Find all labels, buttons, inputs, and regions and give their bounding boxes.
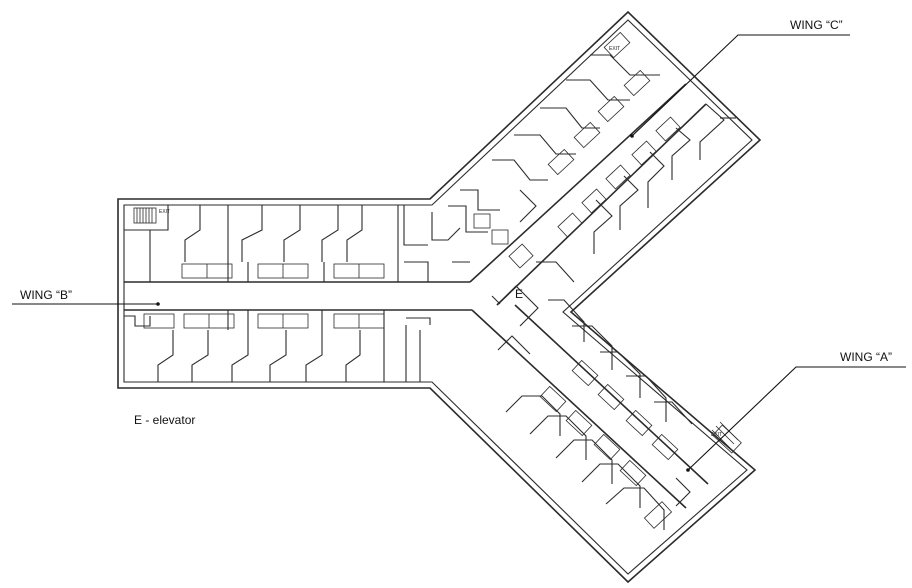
building-outline bbox=[117, 10, 762, 584]
exit-sign-c: EXIT bbox=[609, 46, 620, 52]
exit-sign-a: EXIT bbox=[711, 432, 722, 438]
exit-sign-b: EXIT bbox=[159, 209, 170, 215]
central-junction bbox=[491, 243, 575, 327]
wing-c-leader bbox=[630, 34, 850, 138]
wing-c-rooms-southeast bbox=[557, 103, 736, 254]
wing-b-rooms-north bbox=[124, 205, 470, 282]
wing-a-corridor bbox=[471, 304, 709, 509]
wing-a-rooms-southwest bbox=[497, 335, 691, 530]
elevator-mark: E bbox=[515, 287, 523, 301]
wing-c-label: WING “C” bbox=[790, 18, 843, 32]
legend-text: E - elevator bbox=[134, 413, 195, 427]
wing-c-corridor bbox=[469, 83, 707, 306]
wing-a-rooms-northeast bbox=[548, 299, 742, 461]
wing-b-label: WING “B” bbox=[20, 288, 72, 302]
wing-b-leader bbox=[12, 302, 160, 306]
wing-b-corridor bbox=[124, 281, 472, 311]
wing-a-label: WING “A” bbox=[840, 350, 892, 364]
wing-c-rooms-northwest bbox=[448, 31, 660, 245]
wing-a-leader bbox=[686, 366, 906, 472]
wing-b-rooms-south bbox=[124, 310, 431, 382]
